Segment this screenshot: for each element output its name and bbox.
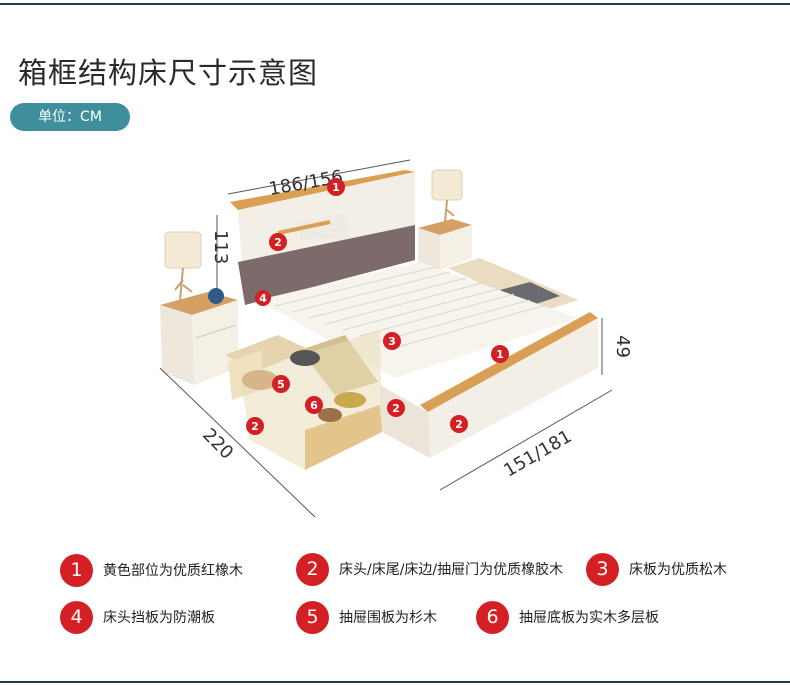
svg-text:4: 4 [259, 292, 267, 305]
svg-text:3: 3 [388, 335, 396, 348]
dim-width: 151/181 [500, 426, 575, 482]
badge-2-drawer: 2 [246, 417, 264, 435]
legend-number: 2 [296, 552, 329, 586]
legend-number: 6 [476, 600, 509, 634]
legend-item-5: 5 抽屉围板为杉木 [296, 600, 437, 634]
dim-length: 220 [198, 424, 237, 463]
legend-text: 床头/床尾/床边/抽屉门为优质橡胶木 [339, 562, 564, 578]
svg-text:2: 2 [392, 402, 400, 415]
legend-number: 3 [586, 552, 619, 586]
svg-text:6: 6 [310, 399, 318, 412]
right-nightstand [418, 219, 472, 270]
legend-text: 抽屉围板为杉木 [339, 610, 437, 626]
left-lamp [164, 231, 224, 304]
legend-item-2: 2 床头/床尾/床边/抽屉门为优质橡胶木 [296, 552, 563, 586]
legend-text: 床板为优质松木 [629, 562, 727, 578]
svg-text:1: 1 [496, 348, 504, 361]
left-nightstand [160, 292, 238, 385]
svg-text:2: 2 [455, 418, 463, 431]
front-drawers [225, 330, 382, 470]
dimension-lines [159, 159, 613, 518]
top-border-line [0, 3, 790, 5]
svg-text:1: 1 [332, 181, 340, 194]
bottom-border-line [0, 681, 790, 683]
dim-footboard-height: 49 [612, 335, 633, 358]
badge-6-drawer: 6 [305, 396, 323, 414]
badge-2-headboard: 2 [269, 233, 287, 251]
badge-1-footboard: 1 [491, 345, 509, 363]
right-lamp [431, 169, 463, 223]
unit-badge: 单位：CM [10, 103, 130, 131]
right-drawers [448, 258, 578, 312]
badge-2-side: 2 [387, 399, 405, 417]
badge-2-footboard: 2 [450, 415, 468, 433]
badge-5-drawer: 5 [272, 375, 290, 393]
badge-3-slats: 3 [383, 332, 401, 350]
legend-item-4: 4 床头挡板为防潮板 [60, 600, 215, 634]
bed-illustration: 186/156 113 49 220 151/181 1 2 4 3 1 5 6… [159, 159, 633, 518]
dim-headboard-height: 113 [210, 230, 231, 264]
legend-text: 抽屉底板为实木多层板 [519, 610, 659, 626]
legend-item-3: 3 床板为优质松木 [586, 552, 727, 586]
legend-number: 5 [296, 600, 329, 634]
svg-text:5: 5 [277, 378, 285, 391]
legend-number: 1 [60, 553, 93, 587]
legend-item-1: 1 黄色部位为优质红橡木 [60, 553, 243, 587]
svg-text:2: 2 [251, 420, 259, 433]
legend-item-6: 6 抽屉底板为实木多层板 [476, 600, 659, 634]
badge-4-headboard-panel: 4 [255, 290, 271, 306]
legend-text: 黄色部位为优质红橡木 [103, 563, 243, 579]
bed-slats [258, 262, 578, 378]
svg-text:2: 2 [274, 236, 282, 249]
legend-number: 4 [60, 600, 93, 634]
headboard [230, 170, 415, 305]
legend-text: 床头挡板为防潮板 [103, 610, 215, 626]
badge-1-headboard: 1 [327, 178, 345, 196]
page-title: 箱框结构床尺寸示意图 [18, 56, 319, 90]
